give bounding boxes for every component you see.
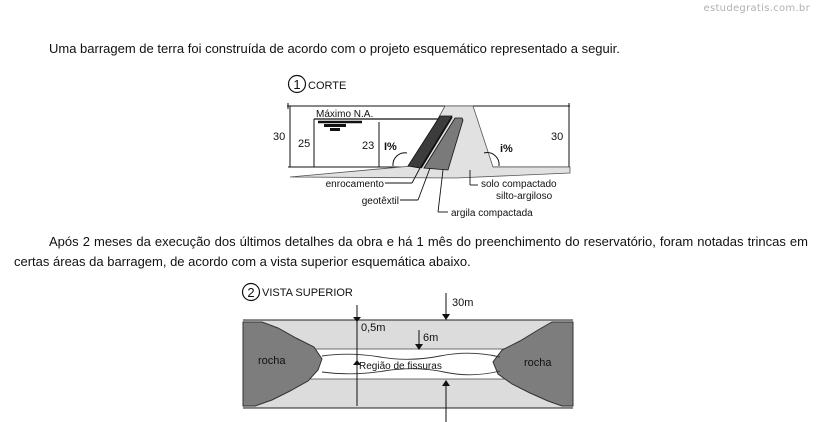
label-rock-right: rocha	[524, 357, 552, 369]
water-level-symbol	[318, 120, 362, 131]
figure1-number: 1	[293, 77, 300, 92]
rock-right	[492, 321, 574, 407]
figure2-title: VISTA SUPERIOR	[262, 287, 353, 299]
arrow-05m-top	[353, 317, 361, 322]
label-clay: argila compactada	[451, 208, 533, 219]
crack-lines	[321, 352, 501, 376]
figure2-number: 2	[247, 285, 254, 300]
dim-25: 25	[298, 138, 310, 150]
figure2-header: 2 VISTA SUPERIOR	[241, 282, 353, 302]
arrow-6m	[415, 344, 423, 350]
arrow-6m-bottom	[442, 380, 450, 386]
slope-arc-downstream	[483, 152, 500, 167]
dim-23: 23	[362, 140, 374, 152]
body-paragraph: Após 2 meses da execução dos últimos det…	[14, 234, 808, 269]
clay-core	[423, 117, 464, 171]
dim-30m: 30m	[452, 297, 473, 309]
label-riprap: enrocamento	[326, 179, 385, 190]
label-soil-1: solo compactado	[481, 179, 557, 190]
label-soil-2: silto-argiloso	[496, 191, 553, 202]
dim-05m: 0,5m	[361, 322, 385, 334]
max-water-level-label: Máximo N.A.	[316, 109, 373, 120]
dim-30-left: 30	[273, 131, 285, 143]
dim-30-right: 30	[551, 131, 563, 143]
slope-downstream-label: i%	[500, 143, 513, 155]
label-cracks: Região de fissuras	[359, 361, 442, 372]
figure1-number-circle	[287, 74, 307, 94]
slope-arc-upstream	[392, 152, 408, 167]
arrow-30m	[442, 314, 450, 320]
arrow-05m-bottom	[353, 360, 361, 365]
riprap-layer	[407, 115, 453, 169]
figure1-title: CORTE	[308, 80, 346, 92]
geotextile-line	[420, 116, 453, 169]
slope-upstream-label: I%	[384, 141, 397, 153]
watermark: estudegratis.com.br	[703, 3, 810, 14]
figure2-number-circle	[241, 282, 261, 302]
label-geotextile: geotêxtil	[362, 196, 399, 207]
dim-6m: 6m	[423, 332, 438, 344]
label-rock-left: rocha	[258, 355, 286, 367]
figure1-header: 1 CORTE	[287, 74, 346, 94]
rock-left	[242, 321, 323, 407]
intro-paragraph: Uma barragem de terra foi construída de …	[49, 41, 620, 56]
